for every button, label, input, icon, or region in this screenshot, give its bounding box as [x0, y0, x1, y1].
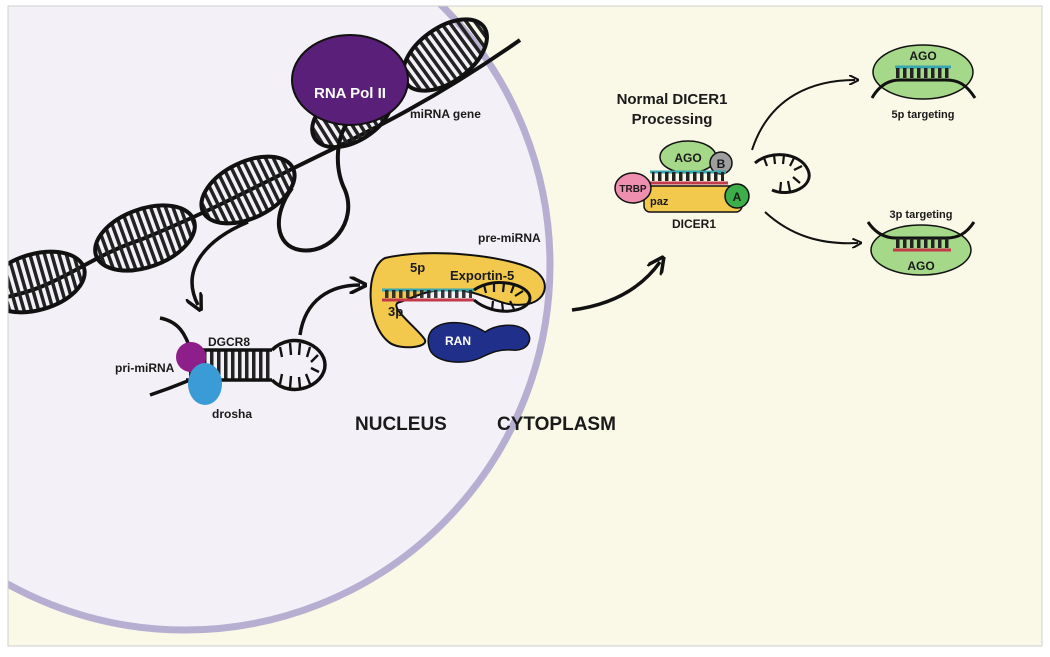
a-domain-label: A [733, 190, 742, 204]
3p-targeting-label: 3p targeting [890, 209, 953, 221]
arrow-transcript-to-primirna [192, 220, 249, 305]
rna-pol-ii-label: RNA Pol II [314, 85, 386, 102]
figure-frame [7, 5, 1043, 647]
dicer-title-line2: Processing [632, 111, 713, 128]
nascent-transcript [276, 120, 351, 253]
3p-label: 3p [388, 304, 403, 319]
arrow-primirna-to-export [298, 285, 360, 336]
ran-label: RAN [445, 334, 471, 348]
ago-label: AGO [674, 151, 701, 165]
pre-mirna-label: pre-miRNA [478, 231, 541, 245]
dgcr8-label: DGCR8 [208, 335, 250, 349]
cleaved-loop [754, 153, 811, 195]
trbp-protein [614, 172, 652, 204]
paz-label: paz [650, 196, 669, 208]
mirna-gene-label: miRNA gene [410, 107, 481, 121]
pre-mirna-duplex [382, 281, 532, 313]
ago-3p-label: AGO [907, 259, 934, 273]
ran-protein [427, 321, 531, 363]
guide-3p-strand [893, 238, 951, 252]
dicer1-label: DICER1 [672, 217, 716, 231]
nucleosome [199, 154, 297, 226]
arrow-to-3p-targeting [764, 211, 858, 243]
ago-5p-label: AGO [909, 49, 936, 63]
arrow-to-5p-targeting [751, 80, 855, 151]
cytoplasm-label: CYTOPLASM [497, 414, 616, 435]
dicer-title-line1: Normal DICER1 [617, 91, 728, 108]
pri-mirna-label: pri-miRNA [115, 361, 175, 375]
target-mrna-5p [870, 78, 977, 99]
arrow-export-to-dicer [571, 262, 660, 312]
trbp-label: TRBP [619, 184, 647, 195]
rna-pol-ii [291, 34, 409, 126]
nucleus-label: NUCLEUS [355, 414, 447, 435]
nucleosome [93, 203, 197, 273]
5p-targeting-label: 5p targeting [892, 109, 955, 121]
exportin-5-label: Exportin-5 [450, 268, 514, 283]
nucleus-region [8, 6, 554, 634]
a-domain [724, 183, 750, 209]
nucleosome [8, 249, 87, 315]
drosha-protein [188, 363, 222, 405]
b-domain-label: B [717, 157, 726, 171]
5p-label: 5p [410, 260, 425, 275]
guide-5p-strand [895, 65, 951, 78]
dgcr8-protein [176, 342, 206, 372]
dicer-duplex [650, 170, 728, 185]
drosha-label: drosha [212, 407, 252, 421]
